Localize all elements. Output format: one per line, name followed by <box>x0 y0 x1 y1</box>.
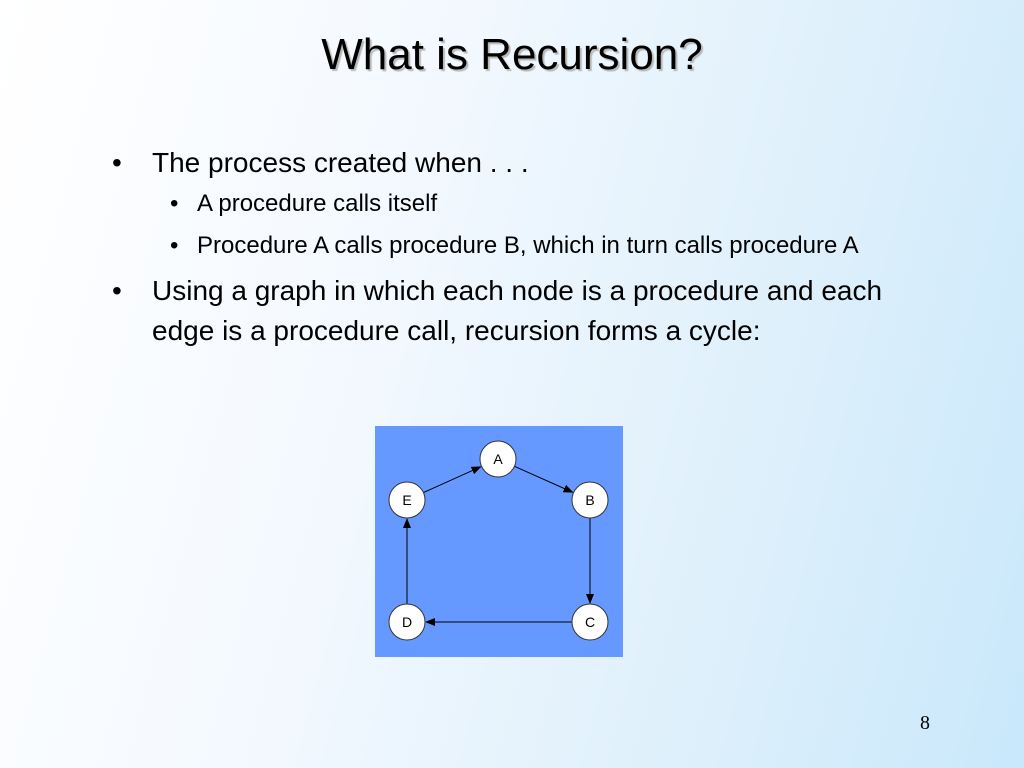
sub-bullet-marker: • <box>170 190 179 217</box>
bullet-item: • Using a graph in which each node is a … <box>112 271 932 351</box>
slide-title: What is Recursion? <box>321 30 703 79</box>
bullet-list: • The process created when . . . • A pro… <box>112 143 932 351</box>
node-a: A <box>479 440 517 478</box>
node-c: C <box>571 603 609 641</box>
sub-bullet-item: • Procedure A calls procedure B, which i… <box>170 229 932 263</box>
sub-bullet-marker: • <box>170 232 179 259</box>
edge-a-to-b <box>514 465 574 493</box>
node-label: C <box>585 614 595 630</box>
sub-bullet-item: • A procedure calls itself <box>170 187 932 221</box>
node-label: D <box>402 614 412 630</box>
bullet-marker: • <box>112 275 122 306</box>
node-circle <box>571 603 609 641</box>
node-circle <box>571 481 609 519</box>
edge-e-to-a <box>423 466 482 494</box>
recursion-cycle-diagram: A B C D E <box>375 426 623 657</box>
bullet-text: Using a graph in which each node is a pr… <box>152 275 883 346</box>
node-label: E <box>402 492 411 508</box>
sub-bullet-text: A procedure calls itself <box>197 190 438 217</box>
page-number: 8 <box>920 712 930 734</box>
bullet-item: • The process created when . . . • A pro… <box>112 143 932 263</box>
node-circle <box>388 481 426 519</box>
node-label: A <box>493 451 503 467</box>
node-circle <box>388 603 426 641</box>
node-circle <box>479 440 517 478</box>
bullet-marker: • <box>112 147 122 178</box>
node-b: B <box>571 481 609 519</box>
cycle-graph: A B C D E <box>388 440 609 641</box>
sub-bullet-list: • A procedure calls itself • Procedure A… <box>152 187 932 263</box>
node-e: E <box>388 481 426 519</box>
node-label: B <box>585 492 594 508</box>
sub-bullet-text: Procedure A calls procedure B, which in … <box>197 232 859 259</box>
bullet-text: The process created when . . . <box>152 147 529 178</box>
node-d: D <box>388 603 426 641</box>
